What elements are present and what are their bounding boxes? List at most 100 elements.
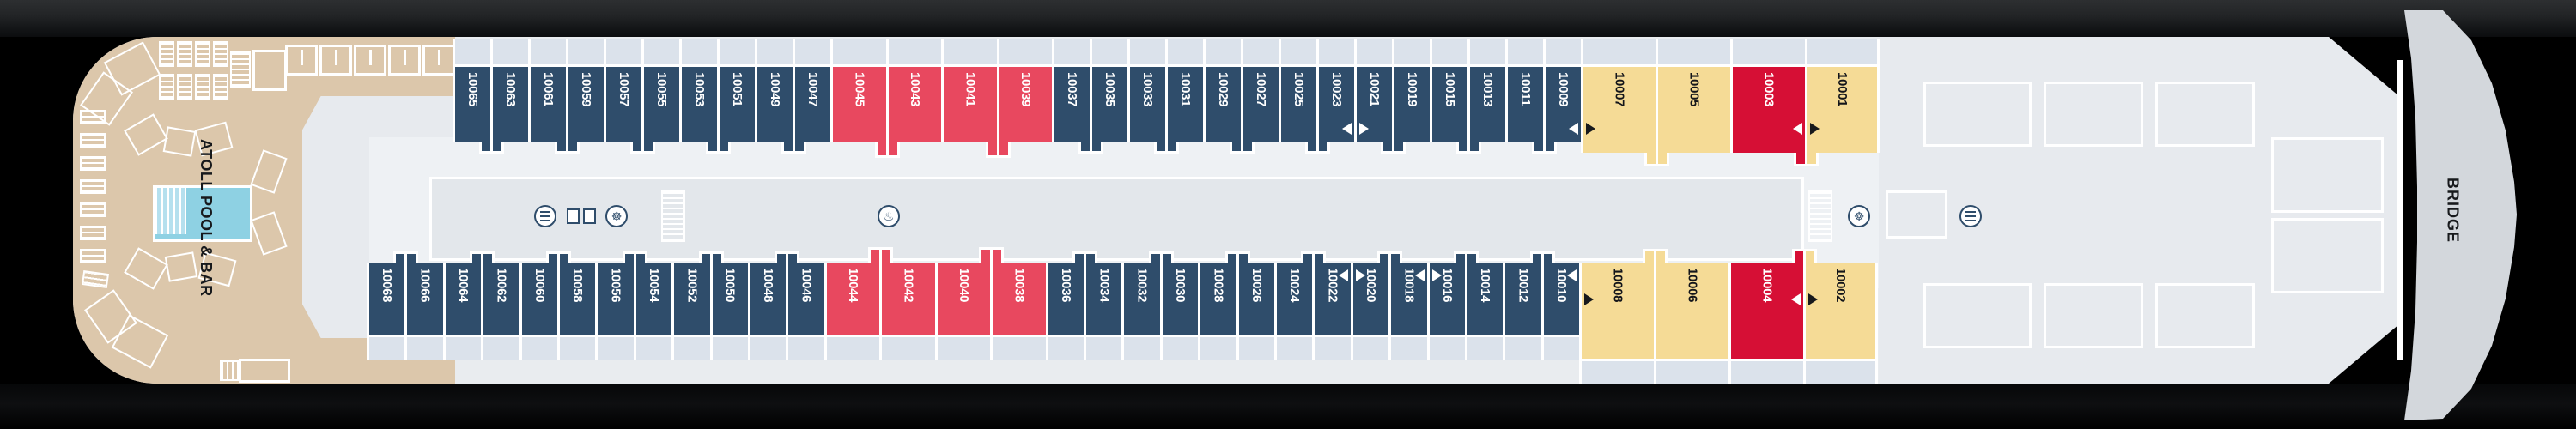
balcony-cell: [750, 337, 787, 360]
cabin-10035[interactable]: 10035: [1090, 39, 1127, 154]
cabin-number: 10026: [1249, 268, 1264, 303]
cabin-10058[interactable]: 10058: [556, 251, 596, 360]
cabin-10001[interactable]: 10001: [1805, 39, 1880, 166]
cabin-number: 10057: [617, 72, 631, 107]
cabin-10022[interactable]: 10022: [1312, 251, 1351, 360]
cabin-10042[interactable]: 10042: [879, 247, 935, 360]
cabin-10062[interactable]: 10062: [481, 251, 519, 360]
cabin-body: 10005: [1658, 64, 1730, 153]
balcony-cell: [1092, 39, 1127, 64]
cabin-10050[interactable]: 10050: [709, 251, 748, 360]
cabin-10007[interactable]: 10007: [1581, 39, 1658, 166]
balcony-cell: [1583, 39, 1656, 64]
deck-chair: [80, 202, 106, 217]
cabin-10005[interactable]: 10005: [1656, 39, 1730, 166]
cabin-10049[interactable]: 10049: [755, 39, 795, 154]
cabin-body: 10065: [455, 64, 490, 142]
cabin-10053[interactable]: 10053: [679, 39, 720, 154]
balcony-cell: [1315, 337, 1351, 360]
cabin-10013[interactable]: 10013: [1467, 39, 1505, 154]
cabin-10006[interactable]: 10006: [1654, 249, 1729, 384]
cabin-10041[interactable]: 10041: [941, 39, 999, 158]
cabin-number: 10040: [956, 268, 971, 303]
facility-wheel-icon: ☸: [605, 205, 628, 227]
cabin-10051[interactable]: 10051: [717, 39, 755, 154]
cabin-10063[interactable]: 10063: [490, 39, 528, 154]
cabin-10015[interactable]: 10015: [1430, 39, 1470, 154]
cabin-10031[interactable]: 10031: [1165, 39, 1203, 154]
cabin-10056[interactable]: 10056: [595, 251, 636, 360]
cabin-10028[interactable]: 10028: [1198, 251, 1239, 360]
cabin-10025[interactable]: 10025: [1279, 39, 1319, 154]
cabin-10018[interactable]: 10018: [1388, 251, 1427, 360]
balcony-cell: [1200, 337, 1236, 360]
cabin-10057[interactable]: 10057: [604, 39, 644, 154]
cabin-10002[interactable]: 10002: [1803, 249, 1879, 384]
cabin-10044[interactable]: 10044: [823, 247, 883, 360]
cabin-10011[interactable]: 10011: [1505, 39, 1546, 154]
cabin-body: 10006: [1656, 263, 1729, 361]
cabin-10059[interactable]: 10059: [566, 39, 604, 154]
cabin-10068[interactable]: 10068: [367, 251, 408, 360]
cabin-10064[interactable]: 10064: [442, 251, 484, 360]
cabin-10016[interactable]: 10016: [1426, 251, 1467, 360]
cabin-10037[interactable]: 10037: [1052, 39, 1092, 154]
cabin-10043[interactable]: 10043: [885, 39, 941, 158]
cabin-10055[interactable]: 10055: [641, 39, 679, 154]
cabin-10008[interactable]: 10008: [1579, 249, 1657, 384]
cabin-number: 10060: [532, 268, 547, 303]
cabin-number: 10021: [1367, 72, 1382, 107]
cabin-10065[interactable]: 10065: [453, 39, 493, 154]
cabin-number: 10010: [1553, 268, 1569, 303]
balcony-cell: [606, 39, 641, 64]
cabin-10026[interactable]: 10026: [1236, 251, 1275, 360]
cabin-10047[interactable]: 10047: [793, 39, 830, 154]
cabin-number: 10050: [722, 268, 738, 303]
cabin-number: 10043: [907, 72, 922, 107]
cabin-10061[interactable]: 10061: [528, 39, 568, 154]
pool-bar-label: ATOLL POOL & BAR: [197, 139, 215, 297]
cabin-10029[interactable]: 10029: [1203, 39, 1243, 154]
cabin-number: 10039: [1018, 72, 1033, 107]
cabin-door: [1392, 142, 1406, 154]
cabin-10021[interactable]: 10021: [1354, 39, 1394, 154]
cabin-10040[interactable]: 10040: [934, 247, 993, 360]
cabin-10012[interactable]: 10012: [1503, 251, 1544, 360]
cabin-body: 10057: [606, 64, 641, 142]
cabin-10023[interactable]: 10023: [1316, 39, 1354, 154]
cabin-10060[interactable]: 10060: [519, 251, 560, 360]
cabin-10014[interactable]: 10014: [1464, 251, 1504, 360]
cabin-10032[interactable]: 10032: [1121, 251, 1163, 360]
cabin-number: 10019: [1405, 72, 1419, 107]
cabin-10024[interactable]: 10024: [1274, 251, 1315, 360]
cabin-10036[interactable]: 10036: [1045, 251, 1087, 360]
cabin-10045[interactable]: 10045: [830, 39, 889, 158]
cabin-body: 10039: [999, 64, 1052, 142]
cabin-number: 10005: [1686, 72, 1702, 107]
cabin-10020[interactable]: 10020: [1350, 251, 1392, 360]
cabin-door: [885, 142, 900, 158]
deck-chair: [159, 74, 174, 100]
cabin-10009[interactable]: 10009: [1543, 39, 1581, 154]
cabin-10038[interactable]: 10038: [990, 247, 1046, 360]
cabin-10054[interactable]: 10054: [633, 251, 672, 360]
cabin-10033[interactable]: 10033: [1127, 39, 1168, 154]
cabin-10046[interactable]: 10046: [786, 251, 824, 360]
cabin-10019[interactable]: 10019: [1392, 39, 1430, 154]
cabin-10052[interactable]: 10052: [671, 251, 713, 360]
cabin-number: 10030: [1173, 268, 1188, 303]
cabin-10003[interactable]: 10003: [1730, 39, 1807, 166]
forward-room: [1923, 283, 2032, 348]
cabin-number: 10016: [1439, 268, 1455, 303]
cabin-10004[interactable]: 10004: [1728, 249, 1807, 384]
cabin-10027[interactable]: 10027: [1241, 39, 1279, 154]
balcony-cell: [757, 39, 793, 64]
cabin-body: 10044: [826, 263, 880, 337]
cabin-10066[interactable]: 10066: [404, 251, 443, 360]
cabin-10048[interactable]: 10048: [747, 251, 789, 360]
cabin-10010[interactable]: 10010: [1540, 251, 1580, 360]
cabin-10034[interactable]: 10034: [1084, 251, 1122, 360]
cabin-10039[interactable]: 10039: [996, 39, 1052, 158]
cabin-10030[interactable]: 10030: [1159, 251, 1199, 360]
